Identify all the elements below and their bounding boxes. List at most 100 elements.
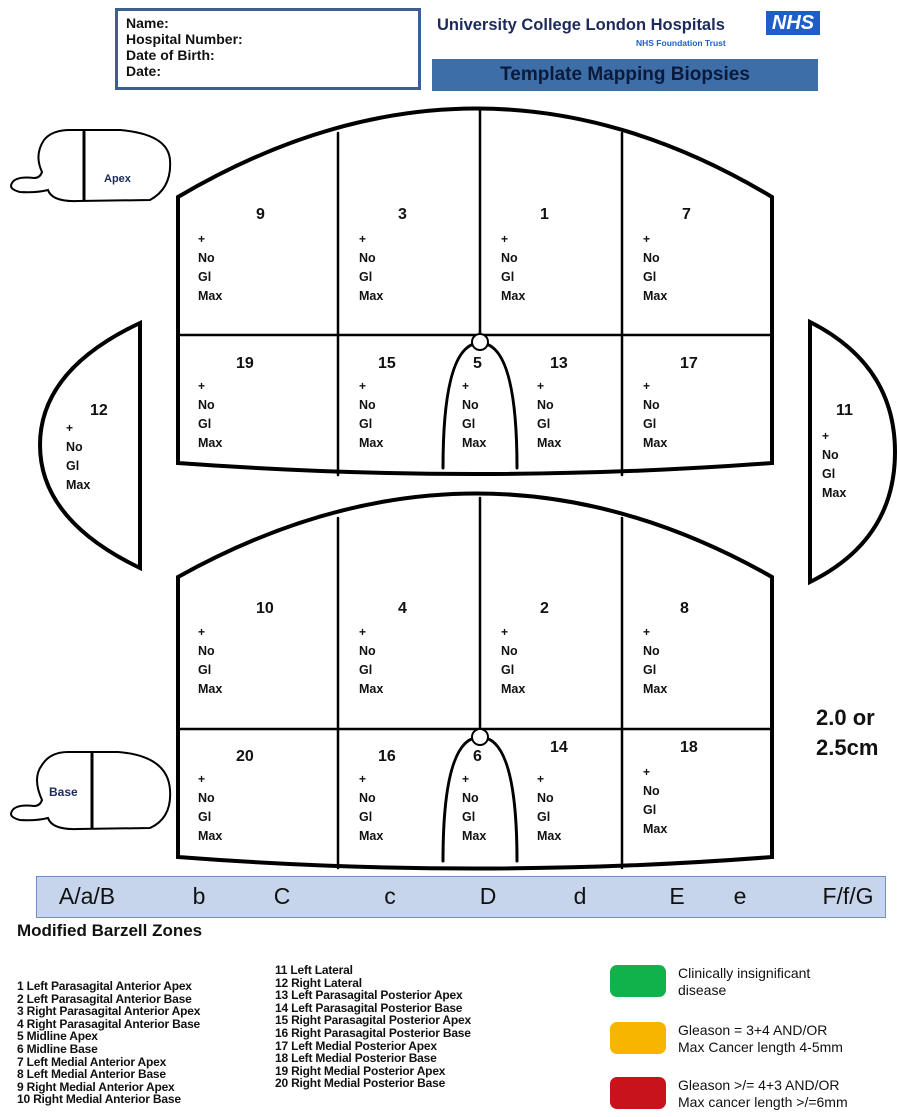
cell-field-label: Gl [537,417,550,431]
cell-field-label: Gl [359,417,372,431]
zone-list-item: 9 Right Medial Anterior Apex [17,1079,175,1094]
key-label: Gleason >/= 4+3 AND/OR Max cancer length… [678,1077,848,1111]
cell-field-label: No [643,251,660,265]
zone-number: 18 [680,739,698,756]
cell-field-label: Gl [643,803,656,817]
cell-field-label: Gl [462,810,475,824]
zone-list-item: 10 Right Medial Anterior Base [17,1092,181,1107]
cell-field-label: Max [462,829,486,843]
cell-field-label: + [462,772,469,786]
axis-letter: D [479,883,497,909]
cell-field-label: No [66,440,83,454]
zone-number: 4 [398,600,407,617]
base-profile-outline [10,751,172,831]
zone-number: 11 [836,402,853,419]
axis-letter: c [384,883,396,909]
apex-grid-outline [176,106,774,476]
zone-list-item: 1 Left Parasagital Anterior Apex [17,979,192,993]
axis-letter: C [273,883,291,909]
cell-field-label: Gl [822,467,835,481]
patient-details-box: Name: Hospital Number: Date of Birth: Da… [115,8,421,90]
cell-field-label: Gl [643,663,656,677]
legend-title: Modified Barzell Zones [17,921,203,940]
hospital-name: University College London Hospitals [437,16,725,34]
zone-number: 8 [680,600,689,617]
zone-list-item: 8 Left Medial Anterior Base [17,1067,166,1082]
cell-field-label: Gl [501,270,514,284]
zone-number: 3 [398,206,407,223]
cell-field-label: + [359,625,366,639]
cell-field-label: No [537,791,554,805]
cell-field-label: + [501,232,508,246]
base-midline-circle [471,728,489,746]
axis-letter: b [192,883,206,909]
zone-list-item: 20 Right Medial Posterior Base [275,1076,446,1091]
cell-field-label: Max [501,682,525,696]
cell-field-label: + [501,625,508,639]
zone-list-item: 2 Left Parasagital Anterior Base [17,991,192,1006]
biopsy-spacing-label: 2.0 or 2.5cm [816,703,878,763]
nhs-logo: NHS [766,11,820,35]
right-lateral-outline [808,318,897,586]
axis-letter: d [573,883,587,909]
cell-field-label: + [643,625,650,639]
cell-field-label: Gl [198,270,211,284]
cell-field-label: Gl [643,270,656,284]
zone-list-item: 4 Right Parasagital Anterior Base [17,1016,201,1031]
cell-field-label: + [822,429,829,443]
cell-field-label: No [198,398,215,412]
zone-number: 1 [540,206,549,223]
zone-list-item: 11 Left Lateral [275,963,353,977]
name-field-label: Name: [126,15,169,31]
cell-field-label: + [643,379,650,393]
cell-field-labels: +NoGlMax+NoGlMax+NoGlMax+NoGlMax+NoGlMax… [66,232,846,843]
cell-field-label: No [643,398,660,412]
zone-number: 20 [236,748,254,765]
key-line: disease [678,982,727,998]
cell-field-label: No [462,398,479,412]
cell-field-label: Gl [462,417,475,431]
cell-field-label: Max [462,436,486,450]
zone-number: 13 [550,355,568,372]
cell-field-label: No [359,644,376,658]
key-label: Gleason = 3+4 AND/OR Max Cancer length 4… [678,1022,843,1056]
cell-field-label: No [198,644,215,658]
key-clinically-insignificant: Clinically insignificant disease [610,963,890,1003]
cell-field-label: Gl [66,459,79,473]
cell-field-label: Gl [198,663,211,677]
scale-line-2: 2.5cm [816,735,879,760]
trust-name: NHS Foundation Trust [636,38,726,48]
cell-field-label: Gl [643,417,656,431]
zone-number: 12 [90,402,108,419]
green-swatch [610,965,666,997]
cell-field-label: Max [643,822,667,836]
key-line: Max Cancer length 4-5mm [678,1039,843,1055]
zone-list-item: 15 Right Parasagital Posterior Apex [275,1013,471,1028]
cell-field-label: Gl [359,663,372,677]
cell-field-label: Gl [359,270,372,284]
barzell-zone-axis: A/a/B b C c D d E e F/f/G [36,876,886,918]
base-label: Base [49,785,78,799]
cell-field-label: Max [66,478,90,492]
key-gleason-4-3: Gleason >/= 4+3 AND/OR Max cancer length… [610,1075,890,1115]
cell-field-label: Gl [537,810,550,824]
cell-field-label: + [66,421,73,435]
zone-number: 17 [680,355,698,372]
cell-field-label: + [643,232,650,246]
zone-list-item: 17 Left Medial Posterior Apex [275,1038,437,1053]
zone-list-item: 16 Right Parasagital Posterior Base [275,1025,471,1040]
hospital-number-field-label: Hospital Number: [126,31,243,47]
axis-letter: E [669,883,685,909]
zone-list-item: 5 Midline Apex [17,1029,98,1044]
zone-list-column-1: 1 Left Parasagital Anterior Apex 2 Left … [17,980,200,1106]
cell-field-label: Gl [501,663,514,677]
key-line: Max cancer length >/=6mm [678,1094,848,1110]
cell-field-label: + [198,379,205,393]
cell-field-label: No [643,644,660,658]
key-label: Clinically insignificant disease [678,965,810,999]
cell-field-label: + [537,772,544,786]
zone-list-item: 3 Right Parasagital Anterior Apex [17,1004,201,1019]
cell-field-label: Max [359,289,383,303]
apex-label: Apex [104,173,132,185]
cell-field-label: Max [198,682,222,696]
